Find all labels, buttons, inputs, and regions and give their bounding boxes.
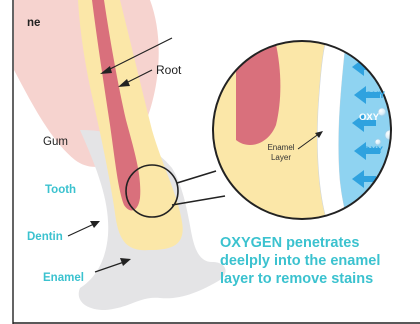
oxy-label-1: OXY	[365, 90, 386, 101]
label-top-cut: ne	[27, 17, 40, 29]
label-enamel: Enamel	[43, 272, 84, 284]
label-dentin: Dentin	[27, 231, 63, 243]
caption-line-1: OXYGEN penetrates	[220, 235, 359, 251]
enamel-layer-label-line1: Enamel	[267, 143, 294, 152]
enamel-layer-label-line2: Layer	[271, 153, 291, 162]
label-tooth: Tooth	[45, 184, 76, 196]
oxy-label-3: OXY	[363, 145, 384, 156]
oxy-label-2: OXY	[359, 112, 380, 123]
label-root: Root	[156, 63, 182, 77]
caption-line-2: deelply into the enamel	[220, 253, 380, 269]
connector-line-top	[177, 171, 216, 183]
label-gum: Gum	[43, 136, 68, 148]
dentin-arrow	[68, 224, 94, 236]
caption-line-3: layer to remove stains	[220, 271, 373, 287]
